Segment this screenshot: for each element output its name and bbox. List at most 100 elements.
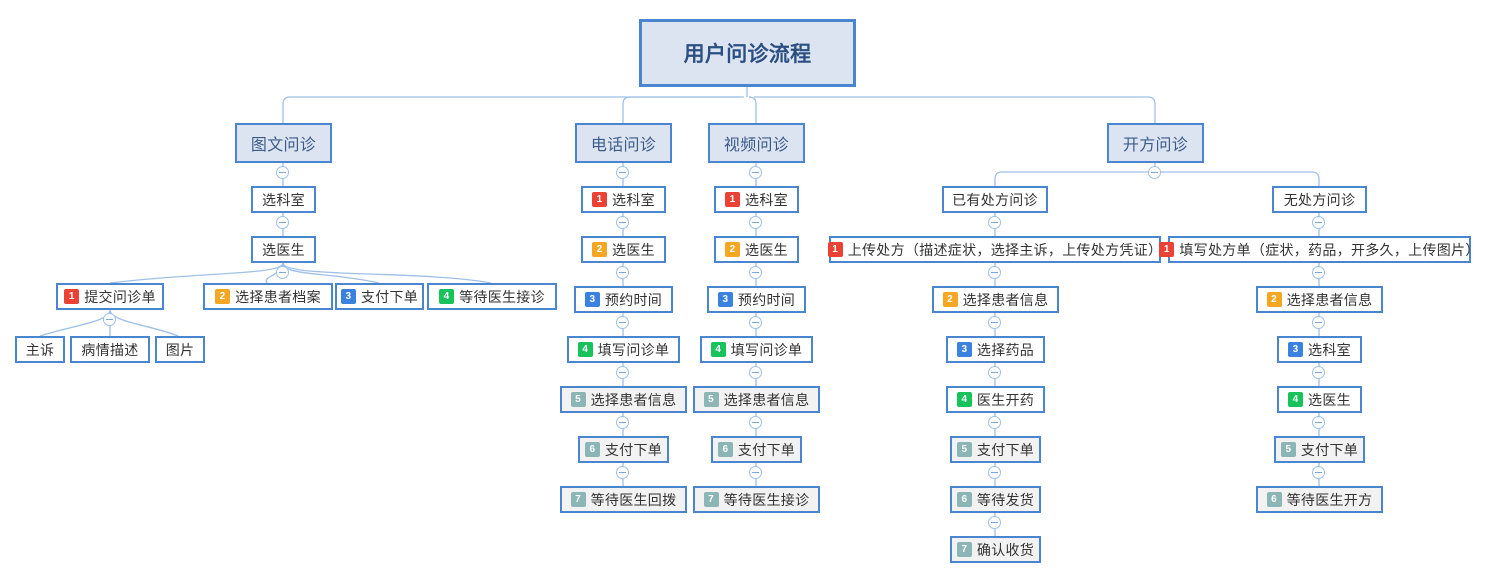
step-node-youchufang-4[interactable]: 4 医生开药 [946, 386, 1045, 413]
step-node-youchufang-3[interactable]: 3 选择药品 [946, 336, 1045, 363]
collapse-toggle-wuchufang-4[interactable] [1312, 416, 1325, 429]
step-node-tuwen-wait[interactable]: 4 等待医生接诊 [427, 283, 557, 310]
collapse-toggle-dianhua-4[interactable] [616, 366, 629, 379]
step-node-youchufang-1[interactable]: 1 上传处方（描述症状，选择主诉，上传处方凭证） [827, 236, 1163, 263]
step-badge-6: 6 [956, 492, 972, 507]
step-label-dianhua-5: 选择患者信息 [590, 391, 677, 408]
collapse-toggle-wuchufang-2[interactable] [1312, 316, 1325, 329]
leaf-label-zhusu: 主诉 [25, 341, 55, 358]
collapse-toggle-shipin-6[interactable] [749, 466, 762, 479]
step-badge-7: 7 [956, 542, 972, 557]
branch-node-shipin[interactable]: 视频问诊 [708, 123, 805, 163]
step-node-dianhua-4[interactable]: 4 填写问诊单 [567, 336, 680, 363]
subbranch-node-wuchufang[interactable]: 无处方问诊 [1272, 186, 1367, 213]
collapse-toggle-wuchufang-3[interactable] [1312, 366, 1325, 379]
collapse-toggle-tuwen-submit[interactable] [103, 313, 116, 326]
collapse-toggle-shipin-5[interactable] [749, 416, 762, 429]
step-node-shipin-5[interactable]: 5 选择患者信息 [693, 386, 820, 413]
root-node-label: 用户问诊流程 [683, 43, 812, 66]
step-node-shipin-4[interactable]: 4 填写问诊单 [700, 336, 813, 363]
branch-node-dianhua[interactable]: 电话问诊 [575, 123, 672, 163]
step-node-tuwen-2[interactable]: 选医生 [251, 236, 316, 263]
step-node-shipin-6[interactable]: 6 支付下单 [711, 436, 802, 463]
subbranch-label-wuchufang: 无处方问诊 [1283, 191, 1356, 208]
step-label-wuchufang-5: 支付下单 [1300, 441, 1359, 458]
step-label-tuwen-1: 选科室 [262, 191, 305, 208]
collapse-toggle-dianhua-1[interactable] [616, 216, 629, 229]
step-node-dianhua-1[interactable]: 1 选科室 [581, 186, 666, 213]
step-node-shipin-1[interactable]: 1 选科室 [714, 186, 799, 213]
step-label-shipin-3: 预约时间 [737, 291, 796, 308]
step-node-wuchufang-2[interactable]: 2 选择患者信息 [1256, 286, 1383, 313]
step-node-shipin-2[interactable]: 2 选医生 [714, 236, 799, 263]
step-node-youchufang-2[interactable]: 2 选择患者信息 [932, 286, 1059, 313]
step-badge-6: 6 [717, 442, 733, 457]
step-node-tuwen-pay[interactable]: 3 支付下单 [335, 283, 424, 310]
collapse-toggle-wuchufang-1[interactable] [1312, 266, 1325, 279]
step-node-youchufang-6[interactable]: 6 等待发货 [950, 486, 1041, 513]
branch-node-kaifang[interactable]: 开方问诊 [1107, 123, 1204, 163]
collapse-toggle-kaifang[interactable] [1148, 166, 1161, 179]
collapse-toggle-wuchufang-5[interactable] [1312, 466, 1325, 479]
step-node-wuchufang-6[interactable]: 6 等待医生开方 [1256, 486, 1383, 513]
collapse-toggle-tuwen[interactable] [276, 166, 289, 179]
collapse-toggle-youchufang-2[interactable] [988, 316, 1001, 329]
collapse-toggle-youchufang-4[interactable] [988, 416, 1001, 429]
collapse-toggle-shipin-2[interactable] [749, 266, 762, 279]
step-badge-1: 1 [827, 242, 843, 257]
step-label-youchufang-4: 医生开药 [976, 391, 1035, 408]
step-node-wuchufang-1[interactable]: 1 填写处方单（症状，药品，开多久，上传图片） [1159, 236, 1479, 263]
step-node-wuchufang-4[interactable]: 4 选医生 [1277, 386, 1362, 413]
step-label-shipin-7: 等待医生接诊 [723, 491, 810, 508]
step-label-wuchufang-1: 填写处方单（症状，药品，开多久，上传图片） [1179, 241, 1480, 258]
collapse-toggle-tuwen-2[interactable] [276, 266, 289, 279]
step-label-tuwen-pay: 支付下单 [360, 288, 419, 305]
step-node-tuwen-submit[interactable]: 1 提交问诊单 [56, 283, 164, 310]
step-label-wuchufang-6: 等待医生开方 [1286, 491, 1373, 508]
step-badge-5: 5 [956, 442, 972, 457]
collapse-toggle-tuwen-1[interactable] [276, 216, 289, 229]
collapse-toggle-wuchufang[interactable] [1312, 216, 1325, 229]
step-node-shipin-7[interactable]: 7 等待医生接诊 [693, 486, 820, 513]
step-node-dianhua-2[interactable]: 2 选医生 [581, 236, 666, 263]
step-node-youchufang-7[interactable]: 7 确认收货 [950, 536, 1041, 563]
collapse-toggle-youchufang-3[interactable] [988, 366, 1001, 379]
leaf-node-bingqing[interactable]: 病情描述 [70, 336, 150, 363]
collapse-toggle-dianhua-2[interactable] [616, 266, 629, 279]
step-node-shipin-3[interactable]: 3 预约时间 [707, 286, 806, 313]
step-label-youchufang-1: 上传处方（描述症状，选择主诉，上传处方凭证） [847, 241, 1163, 258]
step-label-tuwen-2: 选医生 [262, 241, 305, 258]
collapse-toggle-shipin-4[interactable] [749, 366, 762, 379]
step-label-wuchufang-3: 选科室 [1308, 341, 1351, 358]
collapse-toggle-youchufang-1[interactable] [988, 266, 1001, 279]
collapse-toggle-shipin-3[interactable] [749, 316, 762, 329]
leaf-node-tupian[interactable]: 图片 [155, 336, 205, 363]
collapse-toggle-shipin-1[interactable] [749, 216, 762, 229]
step-node-tuwen-1[interactable]: 选科室 [251, 186, 316, 213]
branch-node-tuwen[interactable]: 图文问诊 [235, 123, 332, 163]
root-node[interactable]: 用户问诊流程 [639, 19, 856, 87]
step-node-wuchufang-5[interactable]: 5 支付下单 [1274, 436, 1365, 463]
step-label-dianhua-4: 填写问诊单 [597, 341, 670, 358]
collapse-toggle-dianhua[interactable] [616, 166, 629, 179]
step-label-wuchufang-2: 选择患者信息 [1286, 291, 1373, 308]
collapse-toggle-shipin[interactable] [749, 166, 762, 179]
collapse-toggle-youchufang-5[interactable] [988, 466, 1001, 479]
step-node-dianhua-5[interactable]: 5 选择患者信息 [560, 386, 687, 413]
step-node-dianhua-3[interactable]: 3 预约时间 [574, 286, 673, 313]
step-badge-4: 4 [1288, 392, 1304, 407]
step-node-youchufang-5[interactable]: 5 支付下单 [950, 436, 1041, 463]
step-node-dianhua-6[interactable]: 6 支付下单 [578, 436, 669, 463]
collapse-toggle-youchufang-6[interactable] [988, 516, 1001, 529]
leaf-node-zhusu[interactable]: 主诉 [15, 336, 65, 363]
step-badge-3: 3 [717, 292, 733, 307]
step-node-tuwen-patient[interactable]: 2 选择患者档案 [203, 283, 333, 310]
step-badge-2: 2 [1266, 292, 1282, 307]
step-node-dianhua-7[interactable]: 7 等待医生回拨 [560, 486, 687, 513]
collapse-toggle-dianhua-6[interactable] [616, 466, 629, 479]
step-node-wuchufang-3[interactable]: 3 选科室 [1277, 336, 1362, 363]
collapse-toggle-dianhua-3[interactable] [616, 316, 629, 329]
collapse-toggle-youchufang[interactable] [988, 216, 1001, 229]
subbranch-node-youchufang[interactable]: 已有处方问诊 [942, 186, 1048, 213]
collapse-toggle-dianhua-5[interactable] [616, 416, 629, 429]
